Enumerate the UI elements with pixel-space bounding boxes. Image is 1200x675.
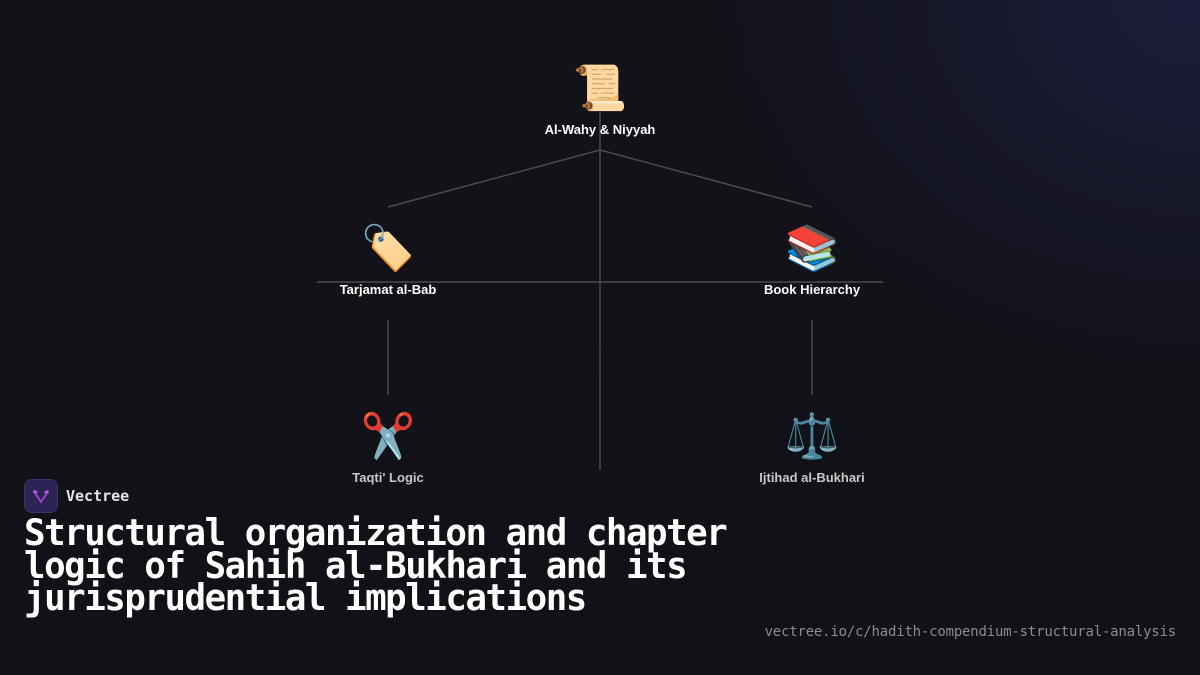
node-label: Al-Wahy & Niyyah	[544, 122, 656, 137]
node-taqti-logic[interactable]: ✂️ Taqti' Logic	[288, 412, 488, 485]
node-label: Taqti' Logic	[352, 470, 424, 485]
node-tarjamat-al-bab[interactable]: 🏷️ Tarjamat al-Bab	[288, 224, 488, 297]
books-icon: 📚	[784, 224, 840, 273]
label-tag-icon: 🏷️	[360, 224, 416, 273]
scissors-icon: ✂️	[360, 412, 416, 461]
node-label: Ijtihad al-Bukhari	[759, 470, 865, 485]
edge-root-right	[599, 149, 813, 208]
page-title: Structural organization and chapter logi…	[24, 511, 728, 619]
vectree-logo-icon	[24, 479, 58, 513]
edge-root-left	[387, 149, 601, 208]
brand-name: Vectree	[66, 487, 130, 505]
scroll-icon: 📜	[572, 64, 628, 113]
balance-scale-icon: ⚖️	[784, 412, 840, 461]
page-url[interactable]: vectree.io/c/hadith-compendium-structura…	[764, 624, 1177, 640]
node-label: Book Hierarchy	[763, 282, 861, 297]
node-ijtihad-al-bukhari[interactable]: ⚖️ Ijtihad al-Bukhari	[712, 412, 912, 485]
brand: Vectree	[24, 479, 129, 513]
node-root[interactable]: 📜 Al-Wahy & Niyyah	[500, 64, 700, 137]
node-label: Tarjamat al-Bab	[339, 282, 437, 297]
node-book-hierarchy[interactable]: 📚 Book Hierarchy	[712, 224, 912, 297]
